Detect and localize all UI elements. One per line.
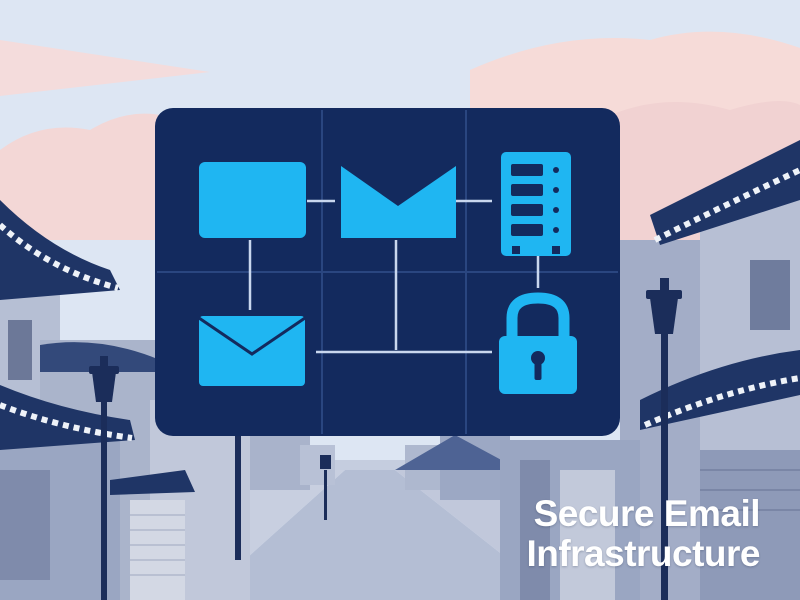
street-lamp-right xyxy=(646,278,682,600)
caption-line-2: Infrastructure xyxy=(526,533,760,574)
server-icon xyxy=(501,152,571,256)
envelope-open-icon xyxy=(341,166,456,238)
street-lamp-center xyxy=(235,430,331,560)
caption-title: Secure Email Infrastructure xyxy=(526,494,760,574)
street-lamp-left xyxy=(89,356,119,600)
document-icon xyxy=(199,162,306,238)
network-diagram-panel xyxy=(155,108,620,436)
envelope-icon xyxy=(198,316,306,386)
right-buildings xyxy=(500,140,800,600)
padlock-icon xyxy=(499,292,577,394)
left-buildings xyxy=(0,200,250,600)
diagram-connectors xyxy=(248,199,540,354)
panel-grid xyxy=(157,110,618,434)
caption-line-1: Secure Email xyxy=(533,493,761,534)
